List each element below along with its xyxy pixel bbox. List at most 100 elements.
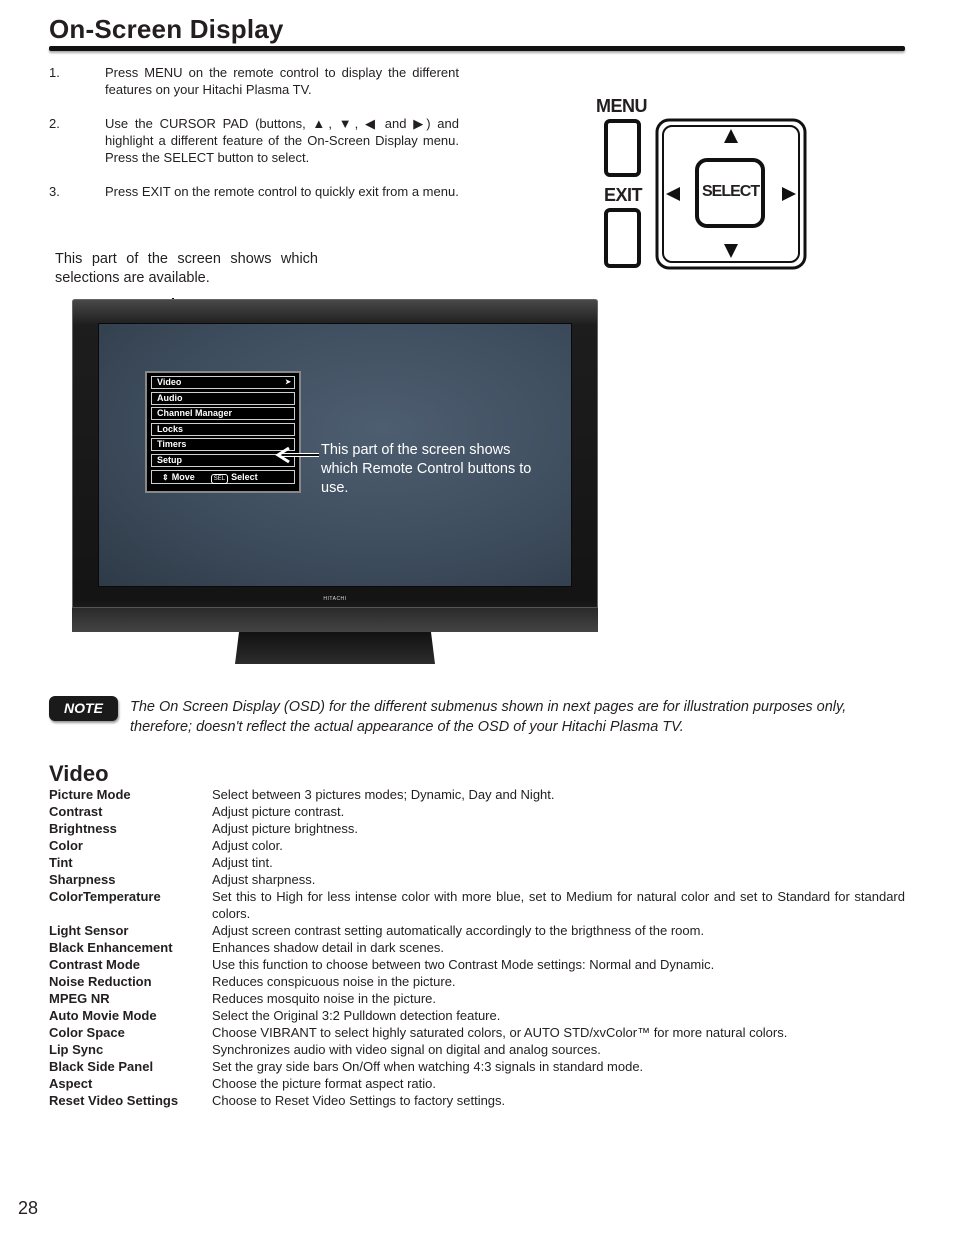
osd-item-locks[interactable]: Locks [151,422,295,436]
setting-term: Light Sensor [49,923,129,938]
setting-term: Aspect [49,1076,93,1091]
setting-term: Lip Sync [49,1042,104,1057]
note-text: The On Screen Display (OSD) for the diff… [130,699,847,735]
title-rule [49,46,905,51]
setting-term: Black Enhancement [49,940,173,955]
video-setting-row: Light Sensor Adjust screen contrast setti… [49,922,905,939]
setting-description: Select between 3 pictures modes; Dynamic… [212,787,555,802]
setting-term: Color [49,838,83,853]
setting-description: Reduces conspicuous noise in the picture… [212,974,456,989]
video-setting-row: Black Enhancement Enhances shadow detail … [49,939,905,956]
video-setting-row: Black Side Panel Set the gray side bars O… [49,1058,905,1075]
osd-select-label: Select [231,471,258,482]
menu-label: MENU [596,96,648,116]
step-item: 2. Use the CURSOR PAD (buttons, ▲, ▼, ◀ … [49,115,459,166]
remote-control-diagram: MENU EXIT SELECT [596,96,810,272]
setting-description: Set the gray side bars On/Off when watch… [212,1059,644,1074]
step-text-part: Use the CURSOR PAD (buttons, [105,116,313,131]
setting-term: Contrast [49,804,103,819]
setting-description: Reduces mosquito noise in the picture. [212,991,437,1006]
video-setting-row: Picture Mode Select between 3 pictures mo… [49,786,905,803]
tv-stand [235,632,435,664]
step-number: 1. [49,65,60,80]
step-text: Press MENU on the remote control to disp… [105,65,459,97]
arrow-left-icon [275,446,319,464]
step-item: 3. Press EXIT on the remote control to q… [49,183,459,200]
setting-description: Adjust screen contrast setting automatic… [212,923,705,938]
video-setting-row: Contrast Mode Use this function to choose… [49,956,905,973]
video-setting-row: Auto Movie Mode Select the Original 3:2 P… [49,1007,905,1024]
up-arrow-icon: ▲ [312,116,329,131]
right-arrow-icon: ▶ [413,116,427,131]
video-setting-row: MPEG NR Reduces mosquito noise in the pic… [49,990,905,1007]
video-setting-row: Color Adjust color. [49,837,905,854]
cursor-pad-icon [655,118,807,270]
osd-item-setup[interactable]: Setup [151,453,295,467]
caption-selections: This part of the screen shows which sele… [55,251,318,286]
setting-term: Tint [49,855,73,870]
sel-badge-icon: SEL [210,473,229,484]
page-title: On-Screen Display [49,14,284,44]
setting-term: Noise Reduction [49,974,152,989]
setting-description: Adjust picture contrast. [212,804,345,819]
menu-button-icon [604,119,641,177]
setting-description: Adjust picture brightness. [212,821,358,836]
osd-item-channel-manager[interactable]: Channel Manager [151,407,295,421]
down-arrow-icon: ▼ [338,116,355,131]
step-text: Press EXIT on the remote control to quic… [105,184,459,199]
video-setting-row: Sharpness Adjust sharpness. [49,871,905,888]
setting-term: Contrast Mode [49,957,140,972]
video-setting-row: Reset Video Settings Choose to Reset Vide… [49,1092,905,1109]
exit-label: EXIT [604,185,643,205]
osd-item-timers[interactable]: Timers [151,438,295,452]
setting-description: Choose VIBRANT to select highly saturate… [212,1025,788,1040]
setting-term: Color Space [49,1025,125,1040]
video-setting-row: Tint Adjust tint. [49,854,905,871]
osd-move-label: Move [171,471,195,482]
setting-description: Set this to High for less intense color … [212,889,905,921]
caption-remote-buttons: This part of the screen shows which Remo… [321,442,532,496]
setting-description: Adjust sharpness. [212,872,316,887]
tv-bottom-bezel [72,607,598,632]
video-setting-row: Noise Reduction Reduces conspicuous noise… [49,973,905,990]
setting-description: Use this function to choose between two … [212,957,715,972]
osd-item-video[interactable]: Video➤ [151,376,295,389]
setting-description: Adjust color. [212,838,283,853]
setting-description: Select the Original 3:2 Pulldown detecti… [212,1008,501,1023]
setting-description: Choose to Reset Video Settings to factor… [212,1093,506,1108]
video-settings-list: Picture Mode Select between 3 pictures mo… [49,786,905,1109]
video-setting-row: ColorTemperature Set this to High for les… [49,888,905,922]
left-arrow-icon: ◀ [364,116,379,131]
page-number: 28 [18,1198,39,1218]
chevron-right-icon: ➤ [285,379,291,386]
step-number: 2. [49,116,60,131]
note-badge: NOTE [49,696,118,721]
video-setting-row: Color Space Choose VIBRANT to select high… [49,1024,905,1041]
steps-list: 1. Press MENU on the remote control to d… [49,64,459,217]
setting-description: Synchronizes audio with video signal on … [212,1042,601,1057]
select-label: SELECT [702,183,760,200]
setting-description: Enhances shadow detail in dark scenes. [212,940,444,955]
video-setting-row: Contrast Adjust picture contrast. [49,803,905,820]
osd-item-audio[interactable]: Audio [151,391,295,405]
exit-button-icon [604,208,641,268]
step-text-part: ) and highlight a different feature of t… [105,116,460,165]
setting-term: Reset Video Settings [49,1093,179,1108]
tv-screen: Video➤ Audio Channel Manager Locks Timer… [98,323,572,587]
setting-term: Black Side Panel [49,1059,154,1074]
setting-term: Brightness [49,821,117,836]
step-item: 1. Press MENU on the remote control to d… [49,64,459,98]
video-setting-row: Brightness Adjust picture brightness. [49,820,905,837]
move-arrows-icon: ⇕ [162,472,169,482]
setting-term: MPEG NR [49,991,110,1006]
step-text: Use the CURSOR PAD (buttons, ▲, ▼, ◀ and… [105,116,460,165]
setting-term: Auto Movie Mode [49,1008,157,1023]
setting-term: ColorTemperature [49,889,161,904]
setting-term: Picture Mode [49,787,131,802]
video-setting-row: Lip Sync Synchronizes audio with video si… [49,1041,905,1058]
setting-description: Adjust tint. [212,855,273,870]
setting-term: Sharpness [49,872,116,887]
step-number: 3. [49,184,60,199]
